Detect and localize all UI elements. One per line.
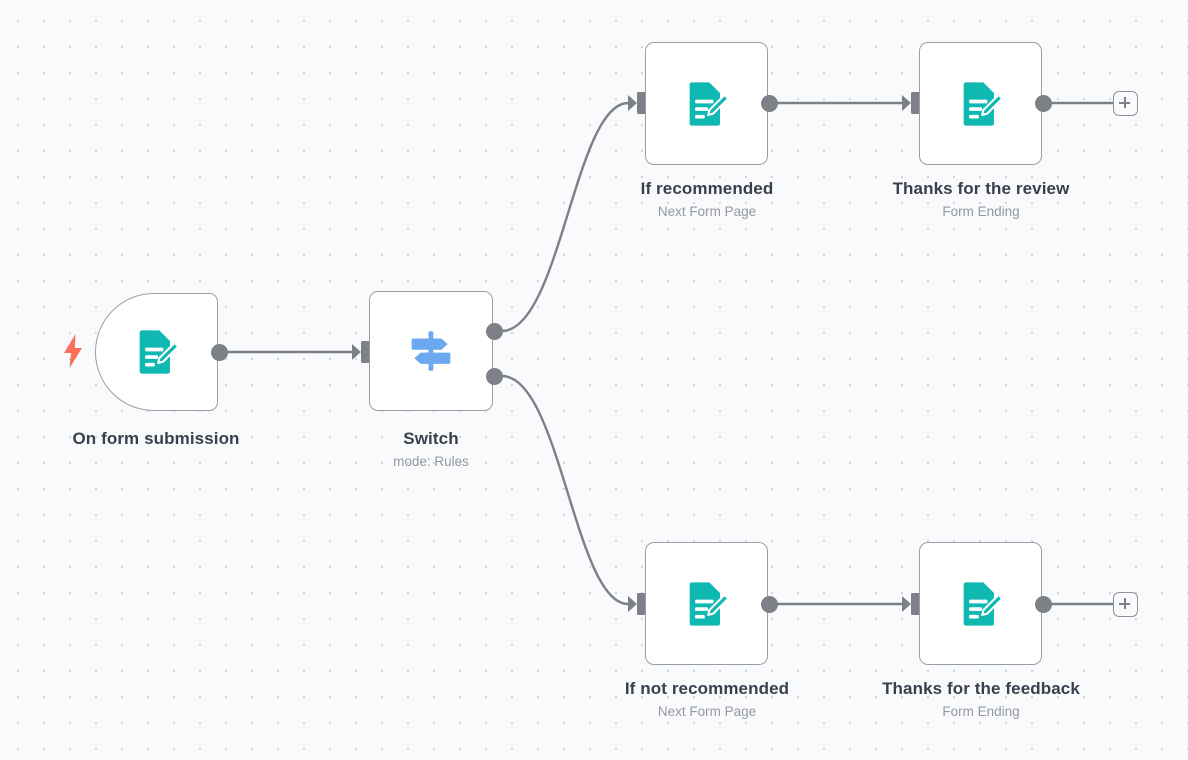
form-document-pencil-icon — [689, 581, 729, 626]
label-if-recommended: If recommended Next Form Page — [507, 178, 907, 221]
label-thanks-for-the-feedback: Thanks for the feedback Form Ending — [781, 678, 1181, 721]
node-subtitle: Form Ending — [942, 204, 1020, 219]
node-title: Thanks for the feedback — [882, 679, 1080, 698]
output-port-if-not-recommended[interactable] — [761, 596, 778, 613]
label-on-form-submission: On form submission — [0, 428, 356, 449]
node-thanks-for-the-feedback[interactable] — [919, 542, 1042, 665]
form-document-pencil-icon — [963, 81, 1003, 126]
node-title: If recommended — [640, 179, 774, 198]
form-document-pencil-icon — [963, 581, 1003, 626]
input-port-if-recommended — [628, 92, 646, 114]
form-document-pencil-icon — [689, 81, 729, 126]
input-port-thanks-for-the-feedback — [902, 593, 920, 615]
output-port-if-recommended[interactable] — [761, 95, 778, 112]
node-switch[interactable] — [369, 291, 493, 411]
output-port-thanks-for-the-feedback[interactable] — [1035, 596, 1052, 613]
node-on-form-submission[interactable] — [95, 293, 218, 411]
input-port-if-not-recommended — [628, 593, 646, 615]
node-title: On form submission — [72, 429, 240, 448]
add-node-after-thanks-for-the-review[interactable] — [1113, 91, 1138, 116]
node-thanks-for-the-review[interactable] — [919, 42, 1042, 165]
node-if-not-recommended[interactable] — [645, 542, 768, 665]
output-port-switch-1[interactable] — [486, 368, 503, 385]
lightning-bolt-icon — [64, 334, 82, 368]
node-title: Thanks for the review — [892, 179, 1070, 198]
signpost-icon — [411, 331, 451, 371]
label-switch: Switch mode: Rules — [231, 428, 631, 471]
label-if-not-recommended: If not recommended Next Form Page — [507, 678, 907, 721]
node-subtitle: Next Form Page — [657, 704, 757, 719]
form-document-pencil-icon — [139, 330, 179, 374]
node-subtitle: Form Ending — [942, 704, 1020, 719]
input-port-thanks-for-the-review — [902, 92, 920, 114]
add-node-after-thanks-for-the-feedback[interactable] — [1113, 592, 1138, 617]
output-port-switch-0[interactable] — [486, 323, 503, 340]
node-title: If not recommended — [624, 679, 790, 698]
node-subtitle: mode: Rules — [393, 454, 469, 469]
edge-switch-to-if-not-recommended — [501, 374, 629, 606]
node-subtitle: Next Form Page — [657, 204, 757, 219]
node-title: Switch — [403, 429, 459, 448]
output-port-on-form-submission[interactable] — [211, 344, 228, 361]
label-thanks-for-the-review: Thanks for the review Form Ending — [781, 178, 1181, 221]
node-if-recommended[interactable] — [645, 42, 768, 165]
output-port-thanks-for-the-review[interactable] — [1035, 95, 1052, 112]
input-port-switch — [352, 341, 370, 363]
